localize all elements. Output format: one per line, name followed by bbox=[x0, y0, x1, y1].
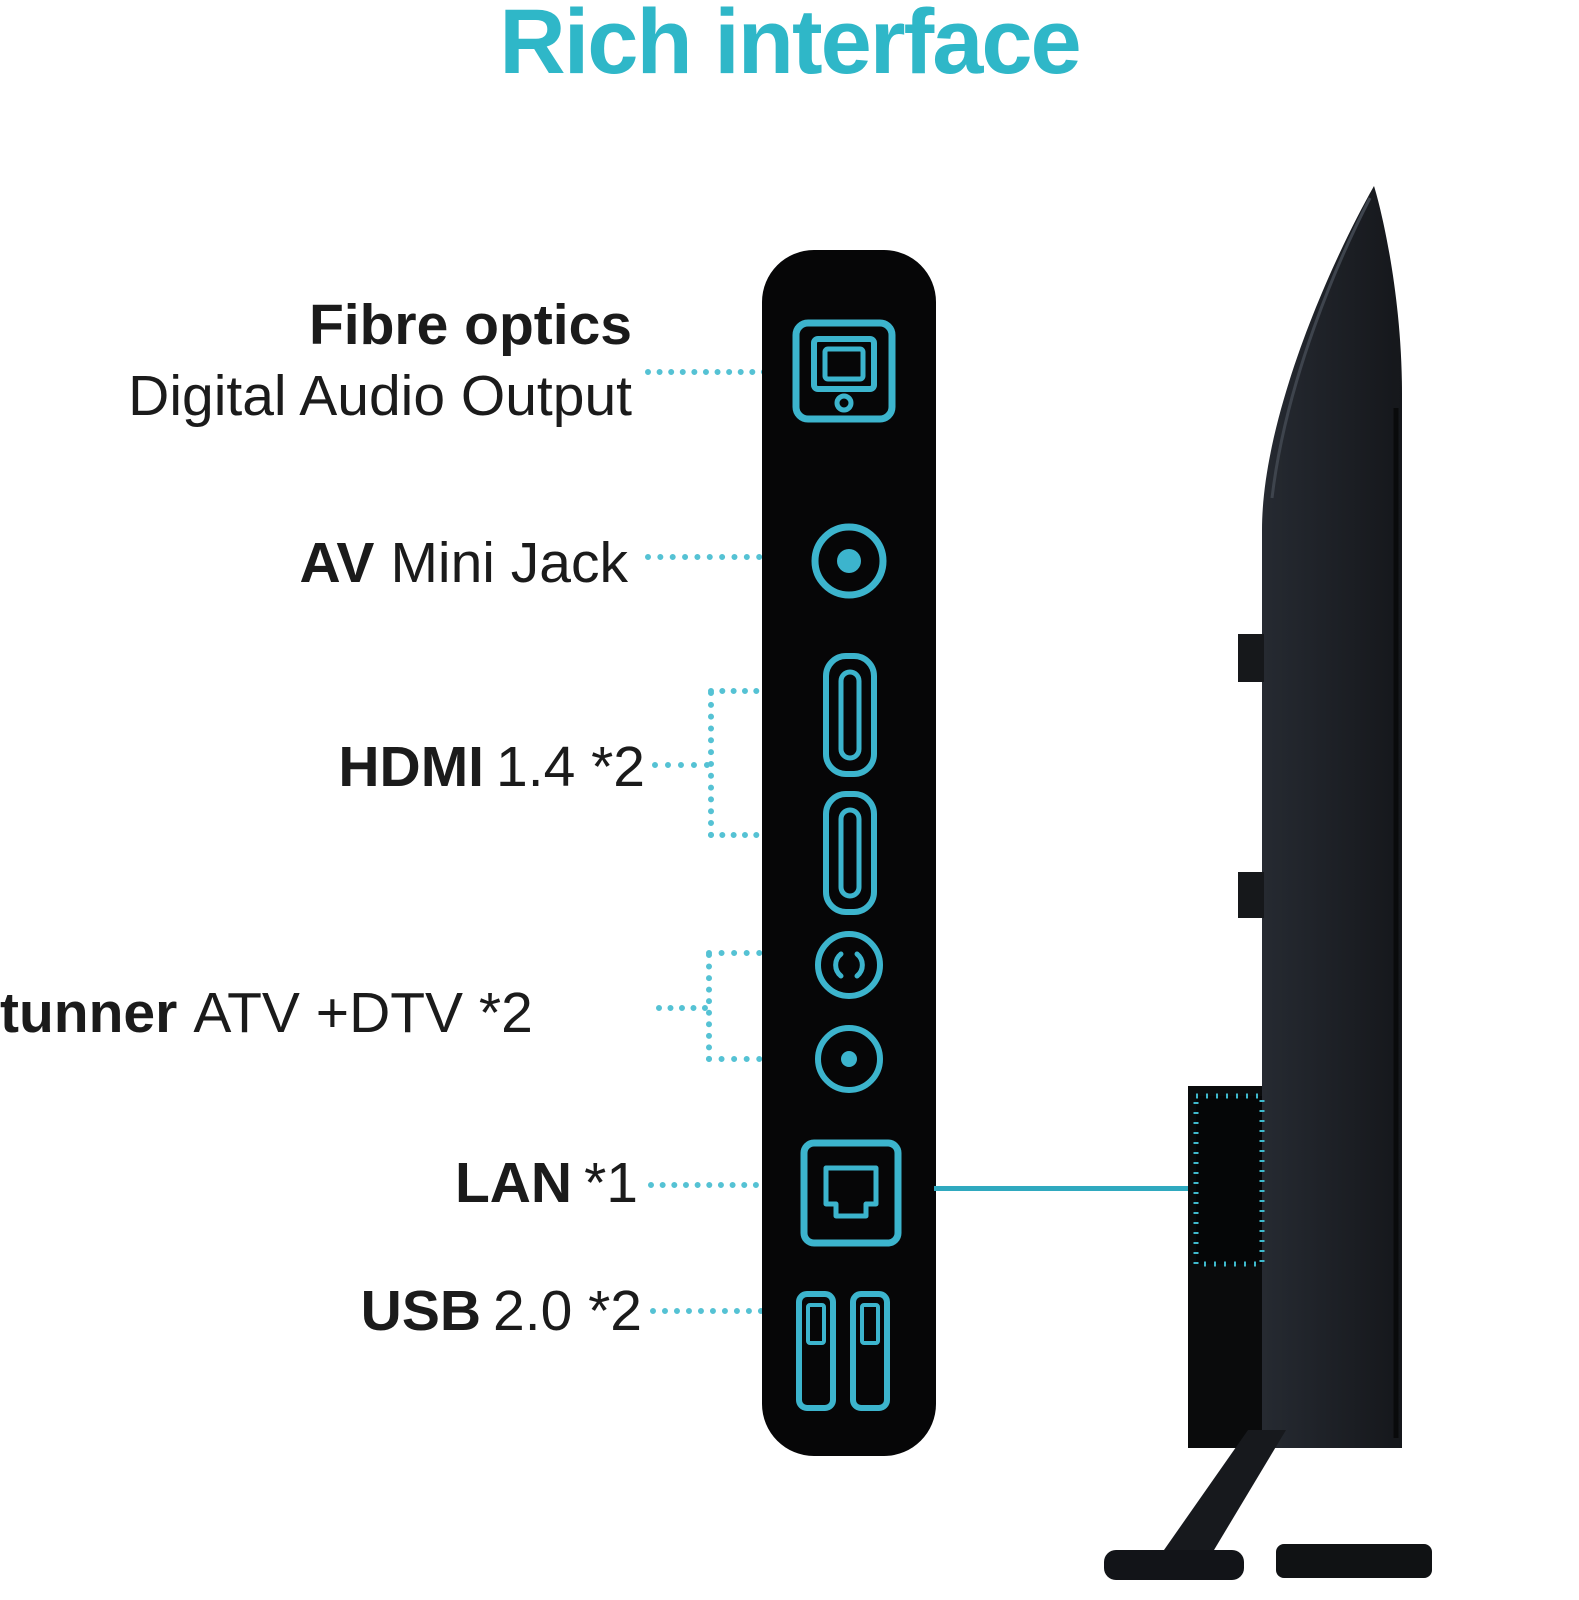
label-av-bold: AV bbox=[299, 531, 375, 595]
leader-line-tuner bbox=[656, 1005, 708, 1011]
label-fibre-optics: Fibre optics Digital Audio Output bbox=[128, 290, 632, 431]
leader-line-av bbox=[645, 554, 787, 560]
label-lan: LAN*1 bbox=[455, 1148, 638, 1219]
leader-bracket-tuner-top bbox=[706, 950, 800, 956]
leader-line-hdmi bbox=[652, 762, 710, 768]
leader-line-lan bbox=[648, 1182, 794, 1188]
usb-port-1-icon bbox=[796, 1291, 836, 1411]
hdmi-port-1-icon bbox=[823, 653, 877, 777]
label-fibre-optics-bold: Fibre optics bbox=[308, 293, 632, 357]
usb-port-2-icon bbox=[850, 1291, 890, 1411]
tv-stand-foot-right bbox=[1276, 1544, 1432, 1578]
leader-line-usb bbox=[650, 1308, 788, 1314]
leader-bracket-tuner-bottom bbox=[706, 1056, 800, 1062]
av-mini-jack-port-icon bbox=[811, 523, 887, 599]
label-usb-regular: 2.0 *2 bbox=[493, 1279, 642, 1343]
lan-port-icon bbox=[800, 1139, 902, 1247]
antenna-dtv-port-icon bbox=[815, 1025, 883, 1093]
label-tuner-bold: tunner bbox=[0, 981, 178, 1045]
page-title: Rich interface bbox=[499, 0, 1081, 93]
leader-line-fibre bbox=[645, 369, 767, 375]
label-av-regular: Mini Jack bbox=[390, 531, 628, 595]
connector-line bbox=[934, 1186, 1196, 1191]
label-usb-bold: USB bbox=[360, 1279, 482, 1343]
label-fibre-optics-sub: Digital Audio Output bbox=[128, 363, 632, 428]
label-tuner-regular: ATV +DTV *2 bbox=[193, 981, 533, 1045]
label-hdmi-bold: HDMI bbox=[338, 735, 485, 799]
leader-bracket-hdmi-top bbox=[708, 688, 782, 694]
tv-stand-leg bbox=[1150, 1430, 1286, 1570]
label-hdmi-regular: 1.4 *2 bbox=[496, 735, 645, 799]
tv-mount-tab-top bbox=[1238, 634, 1264, 682]
leader-bracket-tuner-vertical bbox=[706, 952, 712, 1062]
optical-audio-port-icon bbox=[792, 319, 896, 423]
tv-stand-foot-left bbox=[1104, 1550, 1244, 1580]
tv-side-view bbox=[1104, 186, 1432, 1580]
port-panel bbox=[762, 250, 936, 1456]
label-lan-bold: LAN bbox=[454, 1151, 573, 1215]
tv-mount-tab-bottom bbox=[1238, 872, 1264, 918]
hdmi-port-2-icon bbox=[823, 791, 877, 915]
antenna-atv-port-icon bbox=[815, 931, 883, 999]
port-area-highlight bbox=[1193, 1093, 1265, 1267]
leader-bracket-hdmi-bottom bbox=[708, 832, 782, 838]
label-lan-regular: *1 bbox=[584, 1151, 638, 1215]
leader-bracket-hdmi-vertical bbox=[708, 690, 714, 838]
